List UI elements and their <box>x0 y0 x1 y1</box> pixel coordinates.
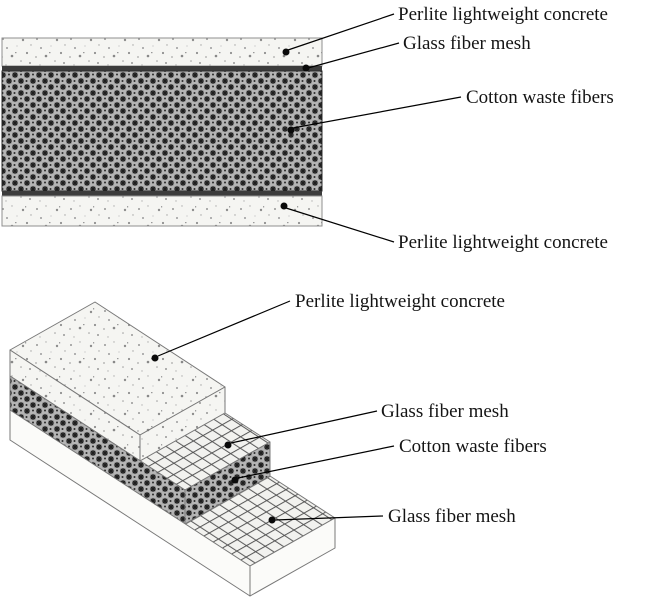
label-iso-perlite: Perlite lightweight concrete <box>295 291 505 312</box>
label-perlite-bottom: Perlite lightweight concrete <box>398 232 608 253</box>
leader-line-iso-glass-mesh-bottom <box>274 515 384 521</box>
leader-line-iso-glass-mesh-top <box>230 410 378 444</box>
label-glass-mesh: Glass fiber mesh <box>403 33 531 54</box>
leader-dot-iso-perlite <box>151 354 159 362</box>
leader-dot-iso-glass-mesh-top <box>224 441 232 449</box>
label-iso-cotton: Cotton waste fibers <box>399 436 547 457</box>
leader-line-perlite-bottom <box>285 207 395 243</box>
cross-section-perlite-bottom-layer <box>1 195 323 227</box>
leader-line-cotton <box>292 96 462 129</box>
leader-dot-perlite-bottom <box>280 202 288 210</box>
cross-section-perlite-top-layer <box>1 37 323 67</box>
cross-section-cotton-layer <box>1 70 323 192</box>
isometric-view: Perlite lightweight concrete Glass fiber… <box>9 291 547 597</box>
label-iso-glass-mesh-bottom: Glass fiber mesh <box>388 506 516 527</box>
label-perlite-top: Perlite lightweight concrete <box>398 4 608 25</box>
cross-section-glass-mesh-bottom-line <box>2 191 322 196</box>
leader-line-iso-cotton <box>237 445 395 479</box>
leader-dot-iso-cotton <box>231 476 239 484</box>
leader-line-glass-mesh <box>307 42 400 69</box>
leader-dot-glass-mesh <box>302 64 310 72</box>
leader-dot-perlite-top <box>282 48 290 56</box>
cross-section-glass-mesh-top-line <box>2 66 322 71</box>
leader-line-iso-perlite <box>157 300 291 357</box>
label-cotton: Cotton waste fibers <box>466 87 614 108</box>
iso-bottom-slab-front-right-face <box>249 517 336 597</box>
cross-section-view: Perlite lightweight concrete Glass fiber… <box>1 4 614 253</box>
leader-dot-cotton <box>287 126 295 134</box>
label-iso-glass-mesh-top: Glass fiber mesh <box>381 401 509 422</box>
leader-line-perlite-top <box>287 13 395 51</box>
leader-dot-iso-glass-mesh-bottom <box>268 516 276 524</box>
